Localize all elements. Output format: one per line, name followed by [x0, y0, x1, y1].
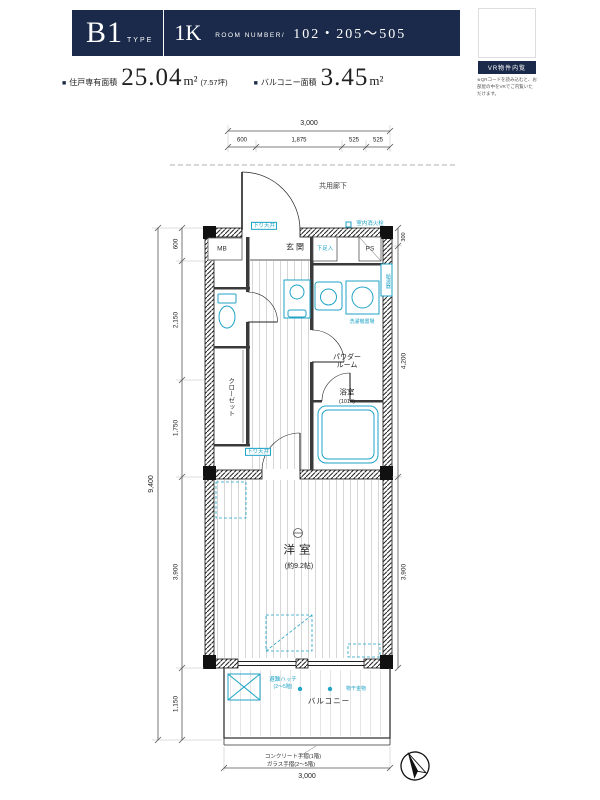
qr-placeholder — [478, 8, 536, 58]
dim-left-seg-2: 2,150 — [172, 311, 180, 329]
dim-right-seg-3: 3,900 — [400, 563, 408, 581]
ac-unit-space — [347, 643, 381, 658]
unit-area-value: 25.04 — [121, 64, 183, 91]
dashed-equipment — [215, 481, 381, 658]
washbasin-bowl — [320, 288, 337, 306]
refrigerator-space — [215, 481, 247, 519]
kitchen-burner — [289, 284, 305, 300]
room-numbers: 102・205〜505 — [293, 27, 407, 42]
toilet-bowl — [218, 305, 236, 329]
dim-left-seg-5: 1,150 — [172, 695, 180, 713]
bullet-icon: ■ — [62, 80, 67, 87]
dim-left-seg-3: 1,750 — [172, 419, 180, 437]
toilet-tank — [217, 293, 237, 304]
unit-area-label: 住戸専有面積 — [69, 78, 118, 87]
label-bath: 浴室 — [339, 387, 355, 397]
evacuation-hatch — [227, 673, 261, 701]
vr-badge: VR物件内覧 — [478, 61, 536, 74]
ceiling-light-symbol — [293, 528, 303, 538]
divider — [163, 10, 165, 56]
label-water-heater: 給湯器 — [384, 273, 391, 289]
label-main-room: 洋室 — [283, 544, 315, 557]
unit-area-tsubo: (7.57坪) — [200, 78, 228, 87]
label-lowered-ceiling-2: 下り天井 — [244, 447, 272, 457]
area-info: ■ 住戸専有面積 25.04 m² (7.57坪) ■ バルコニー面積 3.45… — [62, 64, 383, 92]
dimension-lines — [154, 127, 402, 772]
label-meter-box: MB — [217, 245, 227, 253]
title-bar: B1 TYPE 1K ROOM NUMBER/ 102・205〜505 — [72, 10, 460, 56]
bathtub-inner — [321, 409, 375, 460]
dim-top-overall: 3,000 — [300, 119, 318, 127]
type-caption: TYPE — [127, 36, 154, 44]
label-powder-room: パウダールーム — [333, 353, 361, 369]
dim-left-overall: 9,400 — [147, 475, 155, 493]
label-lowered-ceiling-1: 下り天井 — [250, 221, 278, 231]
dim-right-seg-2: 4,200 — [400, 352, 408, 370]
label-pipe-space: PS — [365, 245, 375, 253]
dim-top-seg-2: 1,875 — [291, 137, 307, 144]
label-bath-size: (1014) — [339, 398, 355, 405]
label-closet: クローゼット — [226, 377, 234, 417]
label-railing-note-1: コンクリート手摺(1階) — [264, 753, 322, 760]
unit-area-unit: m² — [183, 73, 198, 88]
balcony-area-label: バルコニー面積 — [260, 78, 317, 87]
extension-lines — [152, 125, 402, 771]
dim-left-seg-4: 3,900 — [172, 563, 180, 581]
type-name: B1 — [86, 16, 124, 49]
vr-caption: ※QRコードを読み込むと、お部屋の中をVRでご内覧いただけます。 — [477, 77, 537, 96]
label-common-corridor: 共用廊下 — [319, 182, 347, 190]
partitions — [214, 237, 383, 470]
dim-left-seg-1: 600 — [172, 238, 180, 250]
label-balcony: バルコニー — [307, 696, 351, 706]
fire-hydrant-symbol — [345, 221, 352, 228]
label-laundry-bracket: 物干金物 — [345, 686, 367, 693]
fixtures — [217, 221, 393, 464]
balcony-windows — [238, 661, 364, 666]
columns — [203, 226, 393, 669]
bullet-icon: ■ — [253, 80, 258, 87]
kitchen-sink — [287, 309, 307, 318]
balcony-area-value: 3.45 — [320, 64, 369, 91]
label-evac-hatch: 避難ハッチ — [269, 676, 297, 683]
balcony-structure — [223, 668, 391, 757]
dim-top-seg-1: 600 — [236, 137, 248, 144]
balcony-area-unit: m² — [369, 73, 384, 88]
label-evac-hatch-floors: (2〜5階) — [273, 684, 293, 691]
cabinets — [207, 236, 382, 262]
utility-area — [265, 614, 313, 652]
dim-top-seg-4: 525 — [372, 137, 384, 144]
dim-bottom: 3,000 — [298, 772, 316, 780]
label-fire-hydrant: 室内消火栓 — [356, 220, 384, 227]
compass-north-arrow — [400, 751, 430, 781]
label-railing-note-2: ガラス手摺(2〜5階) — [266, 761, 316, 768]
plan-type: 1K — [174, 20, 202, 45]
door-swings — [241, 171, 351, 472]
label-main-room-size: (約9.2帖) — [284, 562, 314, 570]
laundry-pole-brackets — [297, 686, 333, 692]
washing-machine-drum — [351, 286, 374, 309]
label-shoe-box: 下足入 — [316, 245, 334, 252]
dim-right-seg-1: 300 — [400, 232, 407, 242]
room-number-label: ROOM NUMBER/ — [215, 32, 286, 39]
label-entrance: 玄関 — [286, 242, 306, 252]
dim-top-seg-3: 525 — [348, 137, 360, 144]
label-washing-machine: 洗濯機置場 — [349, 319, 375, 326]
